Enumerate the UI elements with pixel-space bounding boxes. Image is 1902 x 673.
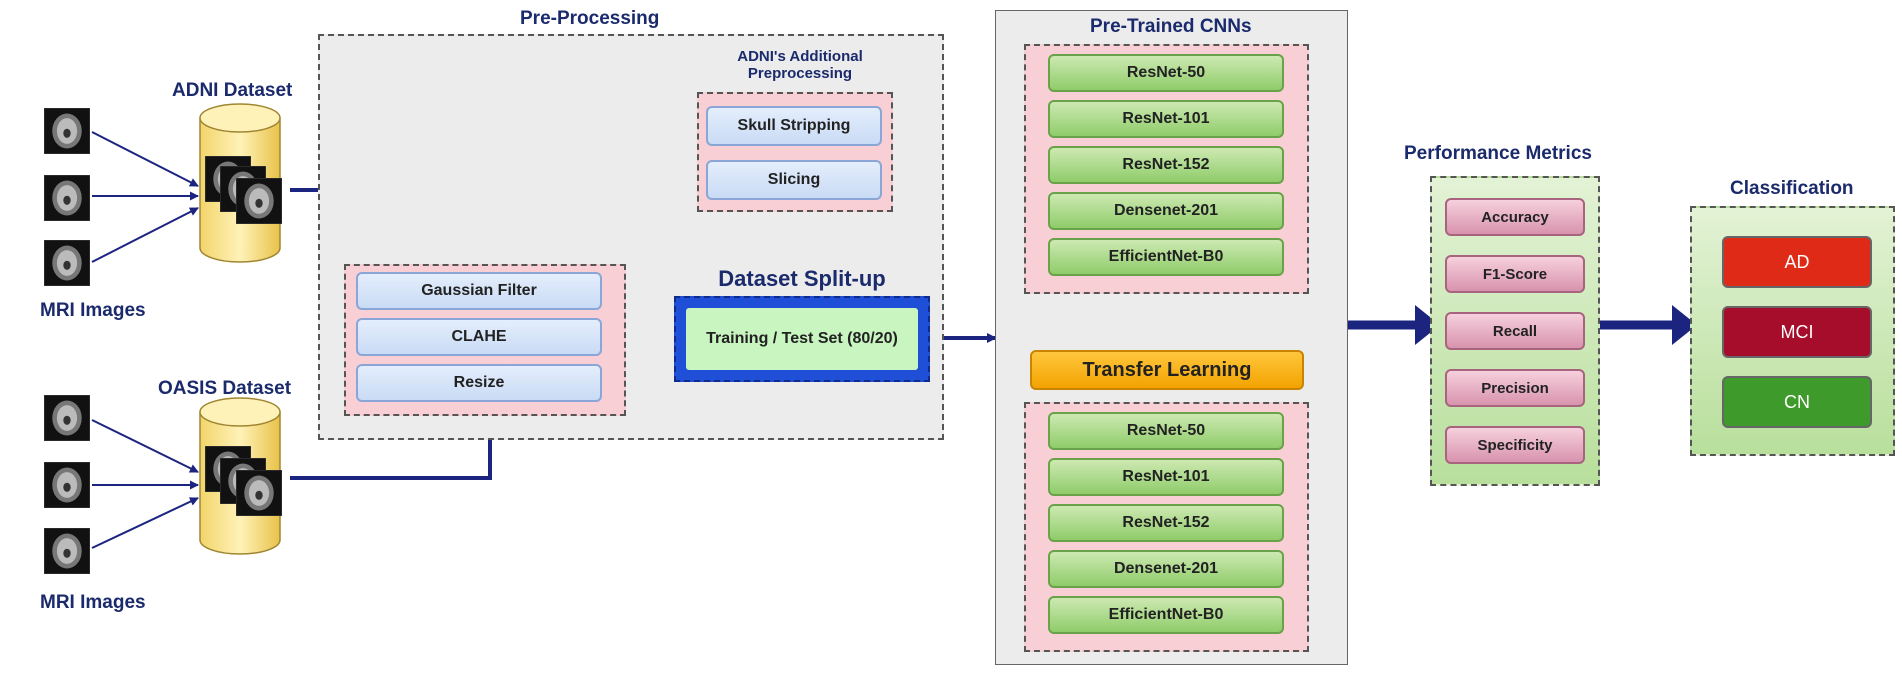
arrowhead-cnn-metrics [1415, 305, 1440, 345]
arrow-mri-oasis-3 [91, 497, 199, 549]
pretrained-cnns-title: Pre-Trained CNNs [1090, 16, 1252, 37]
preprocessing-title: Pre-Processing [520, 8, 660, 29]
mri-images-label-top: MRI Images [40, 300, 146, 321]
performance-metrics-title: Performance Metrics [1404, 143, 1592, 164]
pretrained-model-5: EfficientNet-B0 [1048, 238, 1284, 276]
dataset-slice-3 [236, 178, 282, 224]
class-ad: AD [1722, 236, 1872, 288]
arrow-mri-adni-1 [91, 131, 199, 187]
skull-stripping-step: Skull Stripping [706, 106, 882, 146]
pretrained-model-1: ResNet-50 [1048, 54, 1284, 92]
dataset-slice-6 [236, 470, 282, 516]
training-test-set-box: Training / Test Set (80/20) [686, 308, 918, 370]
transfer-model-4: Densenet-201 [1048, 550, 1284, 588]
clahe-step: CLAHE [356, 318, 602, 356]
mri-slice-thumbnail-4 [44, 395, 90, 441]
dataset-split-title: Dataset Split-up [718, 266, 886, 291]
metric-f1-score: F1-Score [1445, 255, 1585, 293]
mri-images-label-bottom: MRI Images [40, 592, 146, 613]
metric-accuracy: Accuracy [1445, 198, 1585, 236]
transfer-model-2: ResNet-101 [1048, 458, 1284, 496]
classification-title: Classification [1730, 178, 1854, 199]
transfer-model-3: ResNet-152 [1048, 504, 1284, 542]
transfer-model-5: EfficientNet-B0 [1048, 596, 1284, 634]
pretrained-model-2: ResNet-101 [1048, 100, 1284, 138]
resize-step: Resize [356, 364, 602, 402]
class-mci: MCI [1722, 306, 1872, 358]
oasis-dataset-label: OASIS Dataset [158, 378, 292, 399]
mri-slice-thumbnail-6 [44, 528, 90, 574]
pretrained-model-4: Densenet-201 [1048, 192, 1284, 230]
arrow-mri-adni-3 [91, 207, 199, 263]
transfer-model-1: ResNet-50 [1048, 412, 1284, 450]
arrow-mri-oasis-1 [91, 419, 199, 473]
dataset-split-frame: Training / Test Set (80/20) [674, 296, 930, 382]
arrowhead-metrics-classification [1672, 305, 1697, 345]
mri-slice-thumbnail-2 [44, 175, 90, 221]
gaussian-filter-step: Gaussian Filter [356, 272, 602, 310]
mri-slice-thumbnail-3 [44, 240, 90, 286]
pretrained-model-3: ResNet-152 [1048, 146, 1284, 184]
metric-specificity: Specificity [1445, 426, 1585, 464]
slicing-step: Slicing [706, 160, 882, 200]
class-cn: CN [1722, 376, 1872, 428]
adni-dataset-label: ADNI Dataset [172, 80, 293, 101]
transfer-learning-box: Transfer Learning [1030, 350, 1304, 390]
adni-additional-title: ADNI's Additional Preprocessing [737, 48, 863, 82]
mri-slice-thumbnail-5 [44, 462, 90, 508]
metric-recall: Recall [1445, 312, 1585, 350]
mri-slice-thumbnail-1 [44, 108, 90, 154]
metric-precision: Precision [1445, 369, 1585, 407]
